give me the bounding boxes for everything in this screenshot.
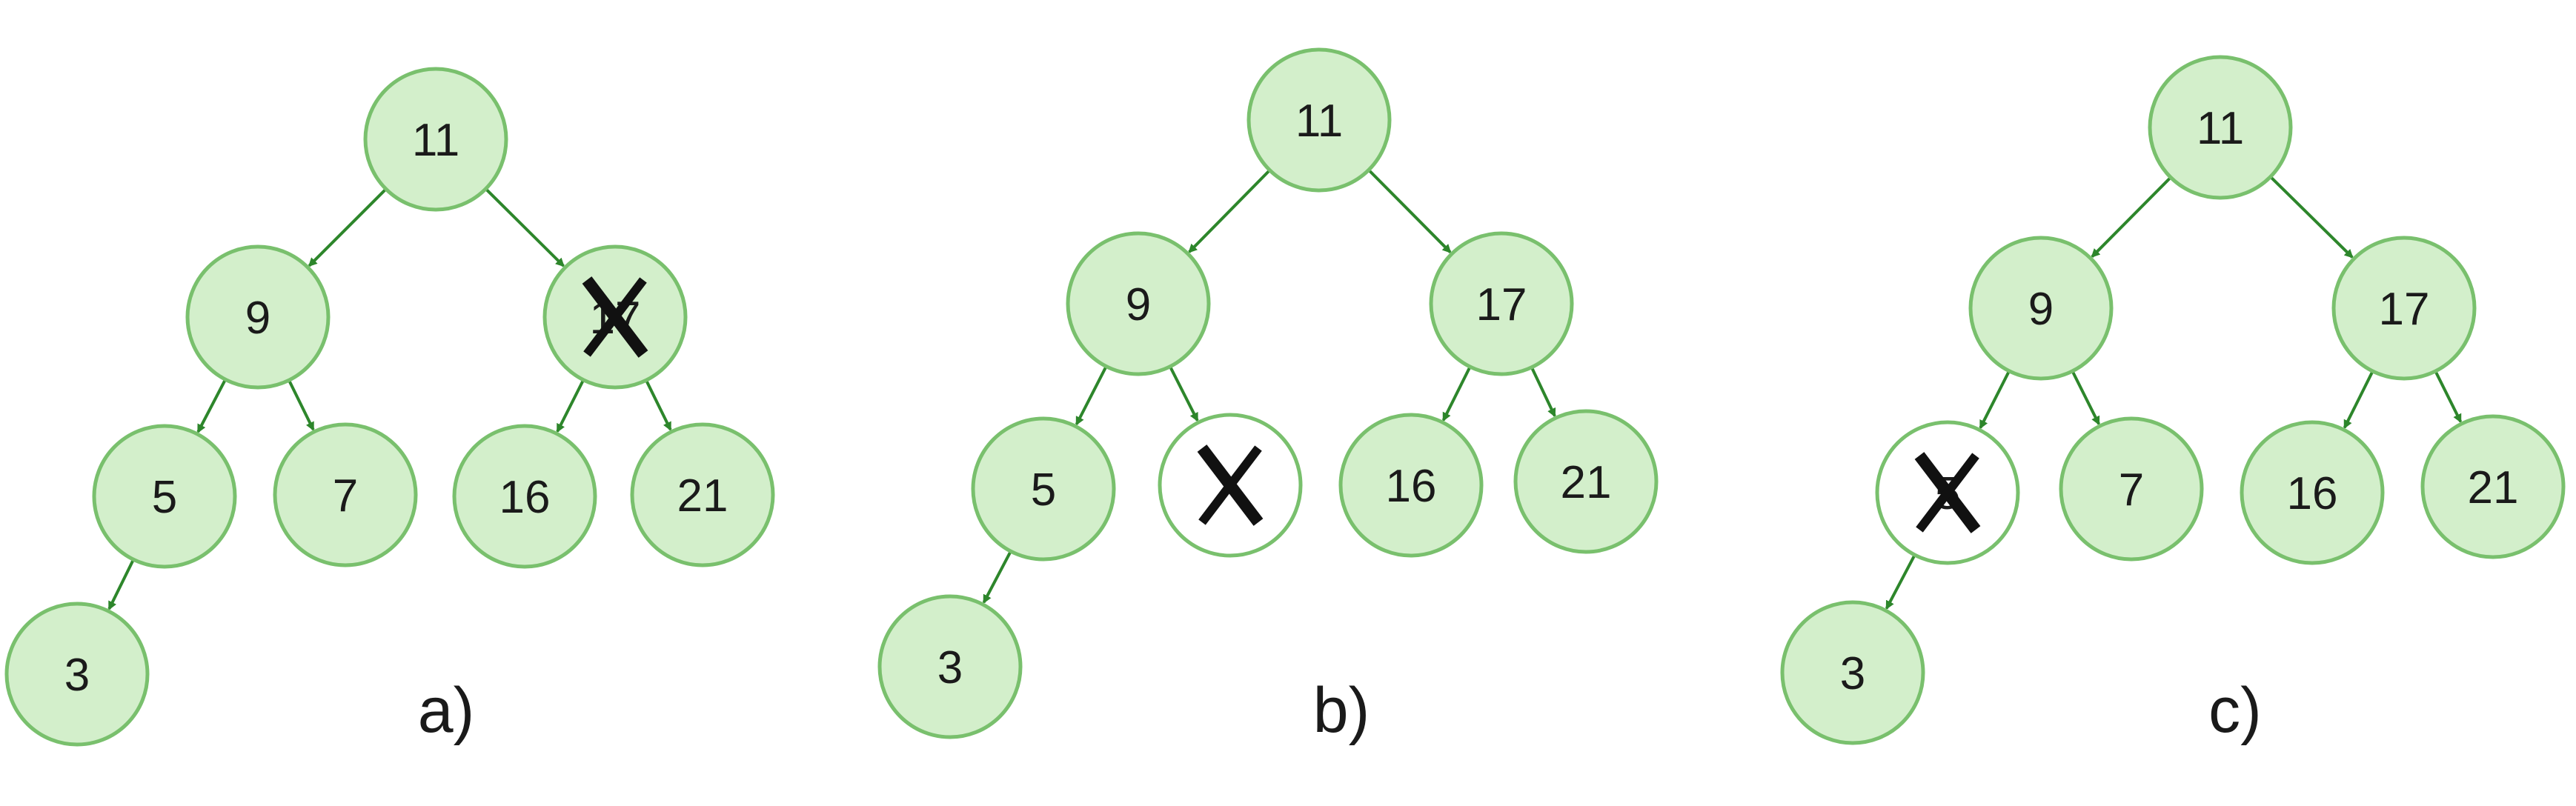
edge-n17-n16 (556, 380, 585, 433)
edge-n5-n3 (982, 551, 1012, 604)
node-circle (2240, 420, 2385, 565)
node-circle (1338, 413, 1484, 558)
node-circle (1513, 409, 1659, 554)
node-circle (630, 422, 775, 567)
node-circle (1246, 47, 1392, 193)
node-label: 17 (1476, 279, 1527, 330)
edge-n9-n7 (288, 381, 315, 431)
tree-node-n17: 17 (1429, 231, 1574, 376)
node-circle (92, 424, 237, 569)
edge-n17-n21 (645, 381, 672, 431)
tree-node-n7 (1158, 413, 1303, 558)
node-circle (452, 424, 597, 569)
tree-node-n7: 7 (273, 422, 418, 567)
node-label: 9 (1126, 279, 1151, 330)
panel-a: 11 9 17 5 7 16 21 3 a) (4, 67, 775, 747)
tree-node-n3: 3 (877, 594, 1023, 739)
node-circle (2420, 414, 2566, 559)
node-label: 21 (2468, 462, 2519, 513)
edge-n17-n16 (2343, 371, 2374, 430)
tree-node-n17: 17 (542, 244, 688, 390)
tree-node-n9: 9 (1066, 231, 1211, 376)
tree-node-n5: 5 (1875, 420, 2020, 565)
delete-cross-icon (1197, 444, 1264, 526)
edge-n11-n17 (485, 188, 565, 267)
delete-cross-icon (582, 276, 648, 358)
edge-n17-n21 (2434, 371, 2463, 424)
node-circle (185, 244, 331, 390)
node-label: 16 (1386, 461, 1437, 512)
node-circle (273, 422, 418, 567)
edge-n9-n5 (1979, 371, 2010, 430)
node-circle (877, 594, 1023, 739)
node-label: 3 (64, 650, 90, 701)
tree-node-n3: 3 (4, 602, 150, 747)
panel-b: 11 9 17 5 16 21 3 b) (877, 47, 1659, 746)
node-label: 5 (152, 472, 177, 523)
tree-node-n5: 5 (971, 416, 1116, 562)
panel-caption: b) (1313, 675, 1370, 746)
node-circle (971, 416, 1116, 562)
node-label: 5 (1031, 464, 1056, 516)
tree-node-n9: 9 (185, 244, 331, 390)
tree-node-n11: 11 (2148, 55, 2293, 200)
tree-node-n21: 21 (2420, 414, 2566, 559)
node-label: 9 (2028, 284, 2054, 335)
tree-node-n17: 17 (2331, 236, 2477, 381)
edge-n5-n3 (107, 560, 134, 610)
panel-c: 11 9 17 5 7 16 21 3 c) (1780, 55, 2566, 746)
node-circle (363, 67, 508, 212)
edge-n9-n5 (196, 380, 226, 433)
tree-node-n11: 11 (363, 67, 508, 212)
node-label: 11 (2197, 103, 2244, 154)
tree-node-n9: 9 (1968, 236, 2114, 381)
node-label: 7 (2119, 464, 2144, 516)
panel-caption: a) (418, 675, 474, 746)
tree-node-n16: 16 (1338, 413, 1484, 558)
node-label: 21 (677, 470, 728, 522)
tree-node-n11: 11 (1246, 47, 1392, 193)
edge-n11-n17 (1368, 170, 1452, 253)
tree-node-n21: 21 (630, 422, 775, 567)
edge-n5-n3 (1885, 555, 1916, 610)
tree-node-n16: 16 (452, 424, 597, 569)
tree-node-n21: 21 (1513, 409, 1659, 554)
node-label: 11 (1295, 96, 1343, 147)
tree-node-n7: 7 (2059, 416, 2204, 562)
node-circle (2331, 236, 2477, 381)
delete-cross-icon (1914, 452, 1981, 533)
edge-n9-n5 (1075, 367, 1107, 426)
node-label: 16 (2287, 468, 2338, 519)
edge-n11-n17 (2270, 176, 2354, 259)
tree-node-n3: 3 (1780, 600, 1925, 745)
panel-caption: c) (2208, 675, 2262, 746)
node-label: 21 (1561, 457, 1612, 508)
node-circle (4, 602, 150, 747)
edge-n9-n7 (1169, 367, 1199, 422)
node-circle (1066, 231, 1211, 376)
node-label: 9 (245, 293, 270, 344)
edge-n11-n9 (308, 189, 386, 267)
edge-n11-n9 (1188, 170, 1270, 253)
node-label: 16 (499, 472, 551, 523)
node-circle (1968, 236, 2114, 381)
node-circle (2059, 416, 2204, 562)
edge-n17-n21 (1530, 367, 1556, 418)
edge-n11-n9 (2091, 177, 2171, 258)
edge-n17-n16 (1441, 367, 1471, 422)
node-circle (2148, 55, 2293, 200)
node-label: 17 (2379, 284, 2430, 335)
tree-node-n5: 5 (92, 424, 237, 569)
node-circle (1429, 231, 1574, 376)
node-label: 3 (937, 642, 963, 693)
tree-node-n16: 16 (2240, 420, 2385, 565)
edge-n9-n7 (2071, 371, 2100, 426)
node-label: 11 (412, 115, 459, 166)
node-label: 3 (1840, 648, 1865, 699)
node-circle (1780, 600, 1925, 745)
node-label: 7 (333, 470, 358, 522)
